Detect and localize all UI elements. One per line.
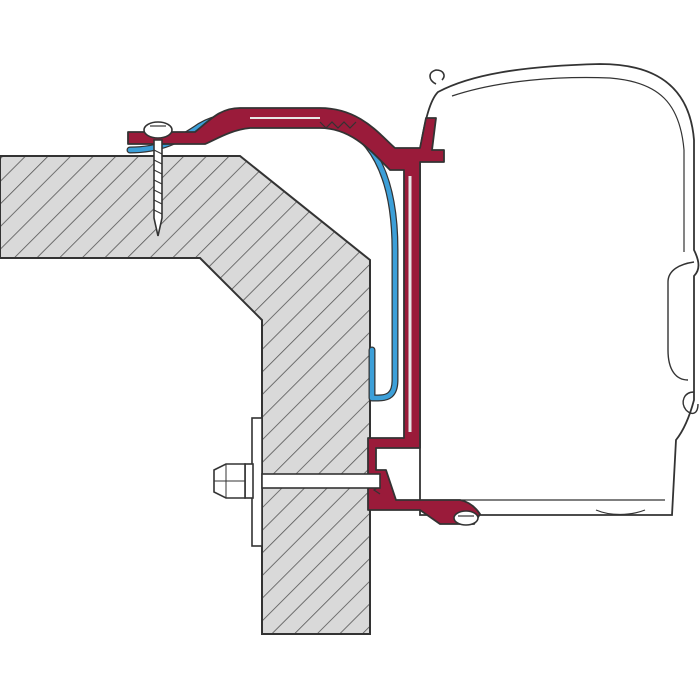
awning-cassette <box>419 63 700 516</box>
wood-screw <box>143 121 173 237</box>
wall-section <box>0 155 371 635</box>
rail-screw <box>453 510 479 526</box>
hex-nut <box>213 463 246 499</box>
adapter-rail <box>127 107 481 525</box>
